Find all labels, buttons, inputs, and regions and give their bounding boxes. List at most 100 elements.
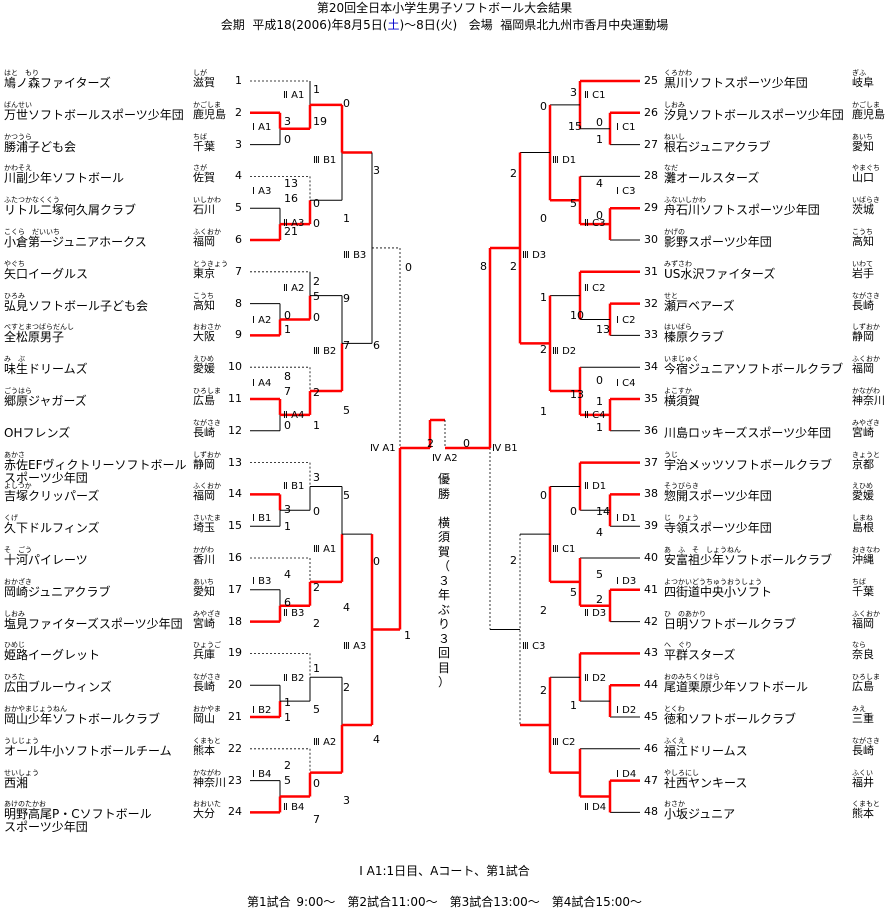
- team-entry: とくわ徳和ソフトボールクラブ: [664, 705, 796, 726]
- prefecture-reading: しずおか: [852, 323, 880, 332]
- team-number: 40: [644, 551, 658, 564]
- prefecture: ながさき長崎: [193, 673, 233, 693]
- match-score: 13: [596, 323, 610, 336]
- prefecture: ぎふ岐阜: [852, 69, 889, 89]
- match-score: 1: [540, 405, 547, 418]
- prefecture-reading: ながさき: [193, 418, 221, 427]
- team-name-reading: とくわ: [664, 705, 685, 713]
- match-label: Ⅰ A4: [252, 378, 272, 389]
- prefecture-reading: さいたま: [193, 514, 221, 523]
- team-name-reading: こくら だいいち: [4, 228, 60, 236]
- prefecture-reading: かながわ: [193, 768, 221, 777]
- team-name: 尾道栗原少年ソフトボール: [664, 680, 809, 695]
- team-name: 舟石川ソフトスポーツ少年団: [664, 203, 820, 218]
- prefecture: ふくい福井: [852, 769, 889, 789]
- match-label: Ⅲ D1: [552, 155, 577, 166]
- prefecture-reading: ひろしま: [852, 673, 880, 682]
- prefecture: しまね島根: [852, 514, 889, 534]
- team-name: 榛原クラブ: [664, 330, 725, 345]
- team-number: 28: [644, 169, 658, 183]
- team-name: 瀬戸ベアーズ: [664, 298, 735, 313]
- prefecture-name: 愛媛: [193, 362, 215, 376]
- prefecture-reading: あいち: [193, 577, 214, 586]
- prefecture-name: 鹿児島: [852, 107, 885, 121]
- prefecture-name: 千葉: [193, 139, 215, 153]
- team-name-reading: せいしょう: [4, 768, 39, 777]
- prefecture-reading: ふくい: [852, 768, 873, 777]
- champion-team-char: り: [437, 617, 450, 631]
- team-name: 福江ドリームス: [664, 743, 748, 758]
- prefecture-reading: ながさき: [852, 291, 880, 300]
- prefecture-name: 岐阜: [852, 76, 874, 89]
- footer-note: Ⅰ A1:1日目、Aコート、第1試合: [359, 864, 530, 878]
- prefecture-reading: ぎふ: [852, 69, 866, 77]
- prefecture-reading: みやざき: [193, 609, 221, 618]
- champion-team-char: 年: [437, 588, 450, 602]
- prefecture-name: 山口: [852, 171, 874, 185]
- prefecture-name: 滋賀: [193, 76, 215, 89]
- team-name-reading: ひろた: [4, 673, 25, 682]
- match-label: Ⅲ C2: [552, 737, 576, 748]
- match-label: Ⅲ A2: [313, 737, 337, 748]
- team-entry: はいばら榛原クラブ: [664, 323, 724, 344]
- prefecture: ながさき長崎: [852, 292, 889, 312]
- match-label: Ⅳ B1: [492, 443, 518, 454]
- prefecture-name: 佐賀: [193, 171, 215, 185]
- team-name-reading: あ ふ そ しょうねん: [664, 546, 741, 554]
- match-score: 15: [568, 120, 582, 133]
- champion-team-char: ）: [437, 675, 450, 689]
- team-entry: そうびらき惣開スポーツ少年団: [664, 482, 772, 503]
- team-name-reading: はと もり: [4, 69, 39, 77]
- team-number: 12: [228, 423, 242, 437]
- team-number: 5: [235, 201, 242, 215]
- team-name-reading: ふないしかわ: [664, 196, 706, 205]
- team-number: 37: [644, 455, 658, 469]
- match-label: Ⅱ B3: [283, 608, 305, 619]
- prefecture-reading: ひろしま: [193, 387, 221, 395]
- match-score: 2: [540, 684, 547, 697]
- prefecture-name: 茨城: [852, 203, 874, 217]
- prefecture: ひろしま広島: [193, 387, 233, 407]
- team-entry: くろかわ黒川ソフトスポーツ少年団: [664, 69, 808, 90]
- prefecture: しずおか静岡: [852, 323, 889, 343]
- prefecture: ながさき長崎: [193, 419, 233, 439]
- champion-team-char: ３: [437, 573, 450, 588]
- match-label: Ⅰ B1: [252, 513, 272, 524]
- match-score: 7: [313, 813, 320, 826]
- prefecture: やまぐち山口: [852, 164, 889, 184]
- prefecture: しが滋賀: [193, 69, 233, 89]
- champion-team-char: 須: [437, 530, 450, 544]
- team-number: 8: [235, 296, 242, 310]
- match-score: 1: [596, 133, 603, 146]
- team-number: 3: [235, 137, 242, 151]
- match-score: 2: [510, 260, 517, 273]
- prefecture: かがわ香川: [193, 546, 233, 566]
- team-number: 21: [228, 710, 242, 723]
- team-name-reading: べすとまつばらだんし: [4, 323, 74, 332]
- match-score: 8: [284, 370, 291, 383]
- team-name: 小倉第一ジュニアホークス: [4, 235, 147, 249]
- team-number: 22: [228, 741, 242, 755]
- team-entry: かげの影野スポーツ少年団: [664, 228, 772, 249]
- team-entry: じ りょう寺領スポーツ少年団: [664, 514, 772, 535]
- team-number: 17: [228, 582, 242, 596]
- team-entry: やぐち矢口イーグルス: [4, 260, 88, 281]
- footer-schedule: 第1試合 9:00～ 第2試合11:00～ 第3試合13:00～ 第4試合15:…: [246, 895, 643, 909]
- prefecture: ちば千葉: [193, 133, 233, 153]
- team-number: 46: [644, 741, 658, 755]
- prefecture-name: 沖縄: [852, 553, 874, 566]
- prefecture-reading: くまもと: [852, 800, 880, 809]
- match-score: 0: [405, 261, 412, 274]
- match-score: 3: [284, 115, 291, 128]
- team-name-reading: ひ のあかり: [664, 609, 706, 618]
- match-score: 5: [570, 197, 577, 210]
- team-entry: そ ごう十河パイレーツ: [4, 546, 88, 567]
- match-score: 10: [570, 309, 584, 322]
- team-name: 寺領スポーツ少年団: [664, 521, 772, 536]
- champion-label-char: 優: [437, 472, 450, 486]
- team-name: 西湘: [4, 775, 29, 790]
- prefecture: くまもと熊本: [852, 800, 889, 820]
- match-score: 19: [313, 115, 327, 128]
- match-score: 1: [343, 212, 350, 225]
